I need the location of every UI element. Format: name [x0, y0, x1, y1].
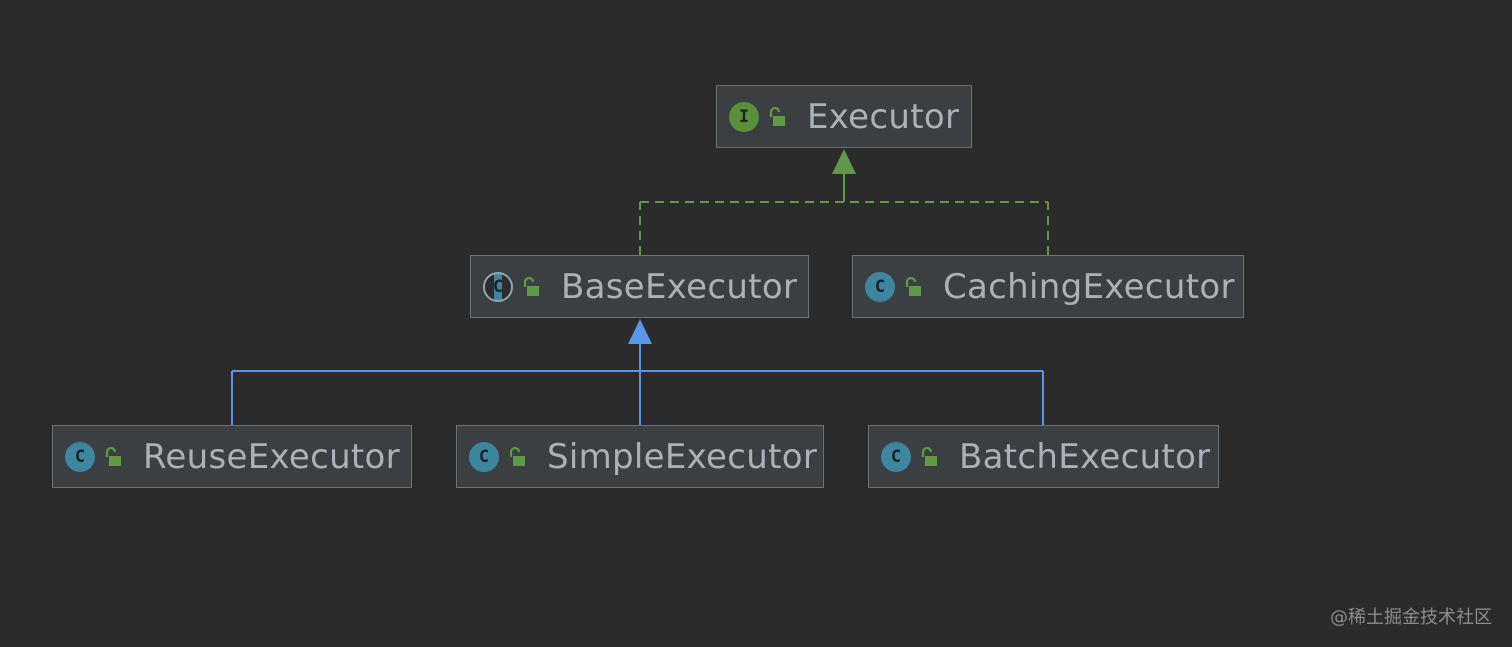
node-label: Executor — [807, 96, 960, 137]
watermark-text: @稀土掘金技术社区 — [1330, 607, 1492, 628]
unlocked-icon — [767, 105, 787, 129]
node-batch-executor[interactable]: C BatchExecutor — [868, 425, 1219, 488]
implements-arrowhead — [832, 149, 856, 174]
extends-arrowhead — [628, 319, 652, 344]
edges-layer — [231, 149, 1049, 425]
node-simple-executor[interactable]: C SimpleExecutor — [456, 425, 824, 488]
unlocked-icon — [507, 445, 527, 469]
node-base-executor[interactable]: C BaseExecutor — [470, 255, 809, 318]
class-icon: C — [469, 441, 499, 472]
unlocked-icon — [521, 275, 541, 299]
unlocked-icon — [919, 445, 939, 469]
node-caching-executor[interactable]: C CachingExecutor — [852, 255, 1244, 318]
abstract-class-icon: C — [483, 271, 513, 302]
class-icon: C — [65, 441, 95, 472]
node-label: BatchExecutor — [959, 436, 1211, 477]
node-label: BaseExecutor — [561, 266, 798, 307]
node-executor[interactable]: I Executor — [716, 85, 972, 148]
class-icon: C — [865, 271, 895, 302]
node-label: SimpleExecutor — [547, 436, 818, 477]
node-reuse-executor[interactable]: C ReuseExecutor — [52, 425, 412, 488]
unlocked-icon — [103, 445, 123, 469]
class-icon: C — [881, 441, 911, 472]
node-label: ReuseExecutor — [143, 436, 400, 477]
unlocked-icon — [903, 275, 923, 299]
node-label: CachingExecutor — [943, 266, 1235, 307]
interface-icon: I — [729, 101, 759, 132]
